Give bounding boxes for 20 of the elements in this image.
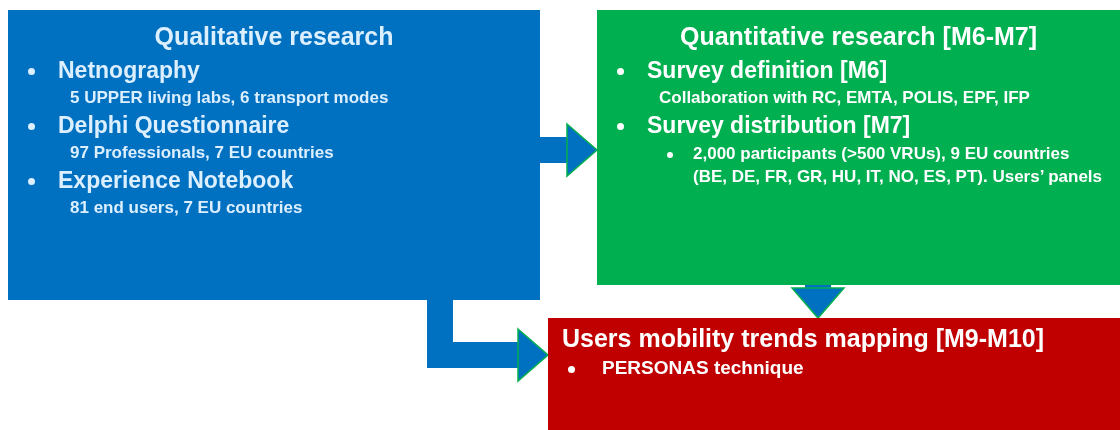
list-item: Survey distribution [M7] (647, 112, 911, 138)
process-box (597, 10, 1120, 285)
list-item: Survey definition [M6] (647, 57, 888, 83)
list-item: Delphi Questionnaire (58, 112, 290, 138)
list-item: PERSONAS technique (602, 357, 804, 378)
box-heading: Users mobility trends mapping [M9-M10] (562, 324, 1045, 352)
process-box (548, 318, 1120, 430)
block-arrow (427, 300, 549, 382)
block-arrow (791, 285, 845, 319)
process-box (8, 10, 540, 300)
item-detail: Collaboration with RC, EMTA, POLIS, EPF, IFP (659, 88, 1030, 107)
block-arrow (540, 123, 598, 177)
list-item: Netnography (58, 57, 200, 83)
item-detail: 2,000 participants (>500 VRUs), 9 EU countries (BE, DE, FR, GR, HU, IT, NO, ES, PT). Users’ panels (693, 144, 1103, 186)
box-heading: Qualitative research (154, 22, 394, 50)
item-detail: 97 Professionals, 7 EU countries (70, 143, 334, 162)
item-detail: 81 end users, 7 EU countries (70, 198, 303, 217)
list-item: Experience Notebook (58, 167, 294, 193)
item-detail: 5 UPPER living labs, 6 transport modes (70, 88, 389, 107)
box-heading: Quantitative research [M6-M7] (679, 22, 1037, 50)
